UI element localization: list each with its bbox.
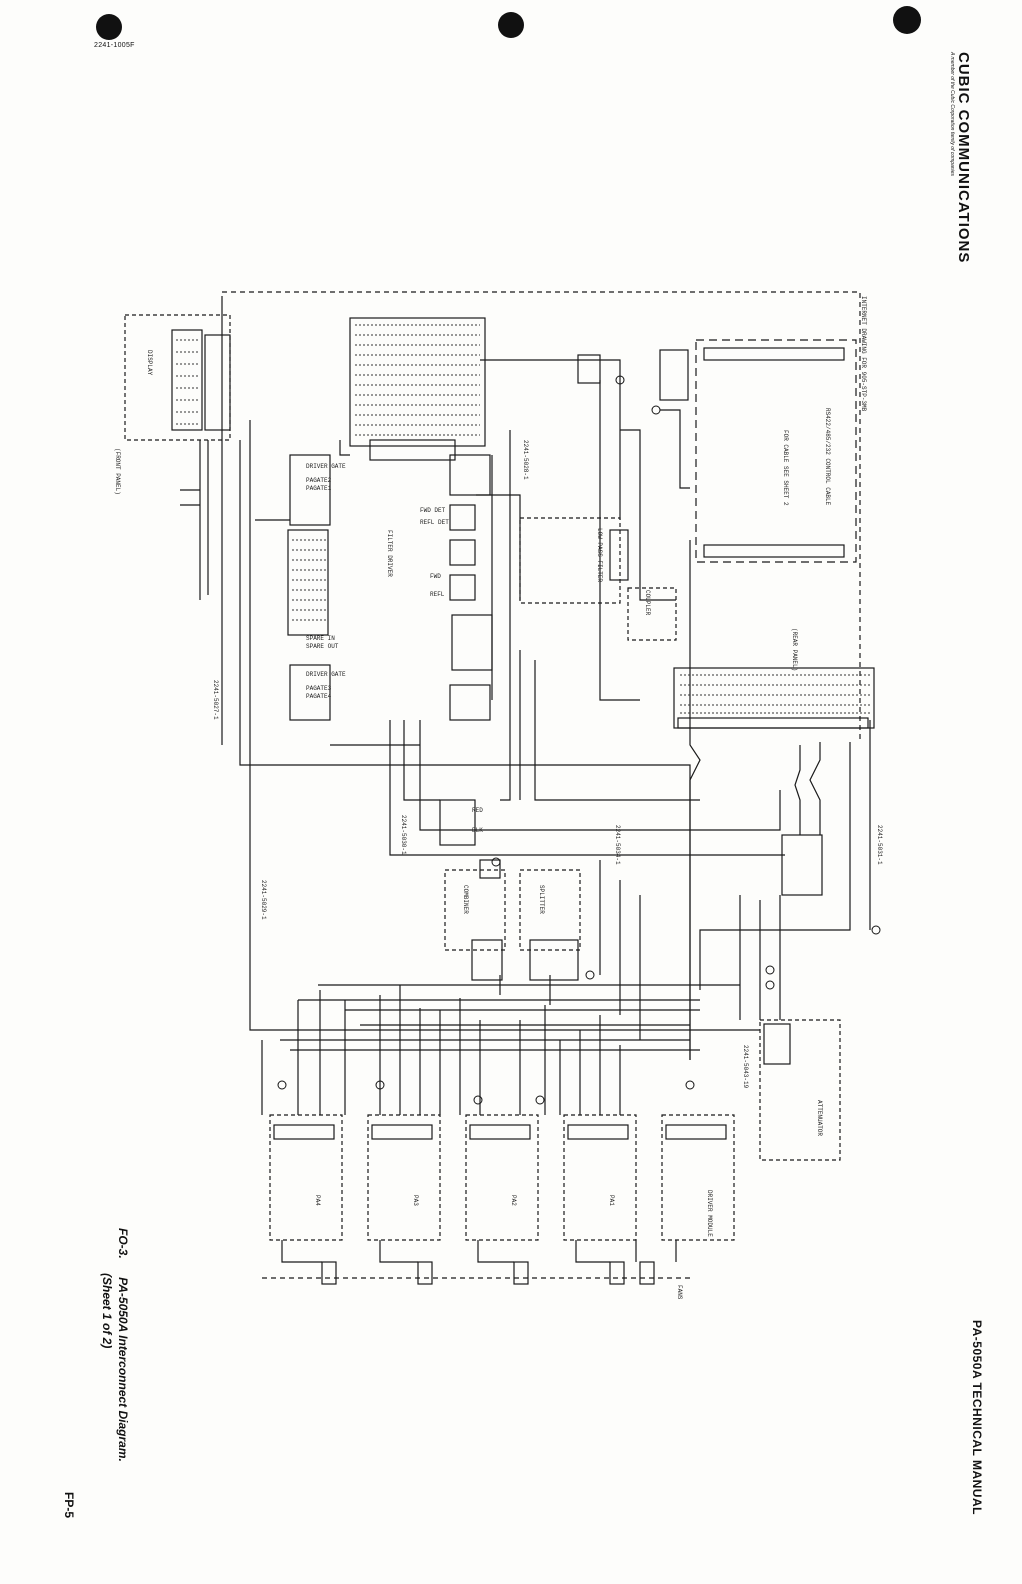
label-refl-det: REFL DET xyxy=(420,519,449,526)
label-pagate4: PAGATE4 xyxy=(306,693,332,700)
label-see-sheet: FOR CABLE SEE SHEET 2 xyxy=(782,430,789,506)
label-pagate2: PAGATE2 xyxy=(306,477,332,484)
label-attenuator: ATTENUATOR xyxy=(816,1100,823,1136)
cable-5031: 2241-5031-1 xyxy=(876,825,883,865)
cable-5028: 2241-5028-1 xyxy=(522,440,529,480)
label-combiner: COMBINER xyxy=(462,885,469,914)
label-pa1: PA1 xyxy=(608,1195,615,1206)
label-pa4: PA4 xyxy=(314,1195,321,1206)
binder-hole-right xyxy=(893,6,921,34)
label-control-cable: RS422/485/232 CONTROL CABLE xyxy=(824,408,831,506)
label-pagate3: PAGATE3 xyxy=(306,685,332,692)
label-display: DISPLAY xyxy=(146,350,153,376)
label-pa3: PA3 xyxy=(412,1195,419,1206)
label-pa2: PA2 xyxy=(510,1195,517,1206)
label-red: RED xyxy=(472,807,483,814)
label-low-pass-filter: LOW PASS FILTER xyxy=(596,528,603,582)
label-fwd-det: FWD DET xyxy=(420,507,446,514)
label-front-panel: (FRONT PANEL) xyxy=(114,448,121,495)
label-filter-driver: FILTER DRIVER xyxy=(386,530,393,577)
label-fans: FANS xyxy=(676,1285,683,1300)
label-fwd: FWD xyxy=(430,573,441,580)
label-spare-in: SPARE IN xyxy=(306,635,335,642)
label-driver-gate: DRIVER GATE xyxy=(306,463,346,470)
label-rear-panel: (REAR PANEL) xyxy=(791,628,798,671)
label-driver-gate-2: DRIVER GATE xyxy=(306,671,346,678)
binder-hole-left xyxy=(96,14,122,40)
label-splitter: SPLITTER xyxy=(538,885,545,914)
label-refl: REFL xyxy=(430,591,445,598)
label-pagate1: PAGATE1 xyxy=(306,485,332,492)
label-blk: BLK xyxy=(472,827,483,834)
cable-5043: 2241-5043-19 xyxy=(742,1045,749,1089)
label-internet-drawing: INTERNET DRAWING FOR 905-STP-3MB xyxy=(860,296,867,412)
cable-5029: 2241-5029-1 xyxy=(260,880,267,920)
binder-hole-center xyxy=(498,12,524,38)
document-number: 2241-1005F xyxy=(94,42,135,49)
cable-5034: 2241-5034-1 xyxy=(614,825,621,865)
label-driver-module: DRIVER MODULE xyxy=(706,1190,713,1237)
label-spare-out: SPARE OUT xyxy=(306,643,339,650)
label-coupler: COUPLER xyxy=(644,590,651,616)
cable-5030: 2241-5030-1 xyxy=(400,815,407,855)
cable-5027: 2241-5027-1 xyxy=(212,680,219,720)
